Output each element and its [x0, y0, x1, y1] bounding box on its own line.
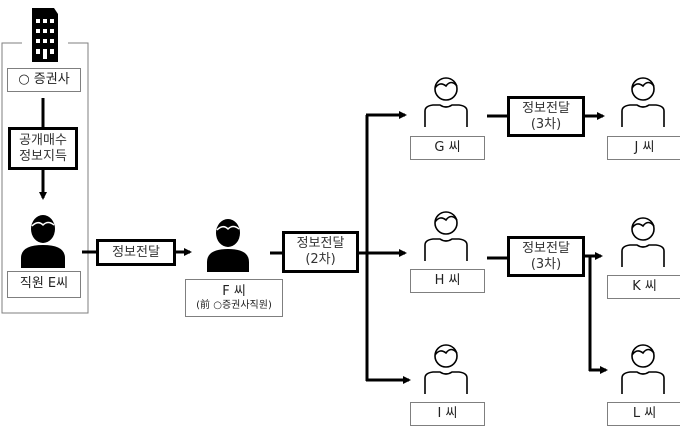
person-outline-icon: [621, 344, 665, 394]
person-outline-icon: [424, 77, 468, 127]
person-outline-icon: [424, 211, 468, 261]
company-frame: [1, 42, 89, 314]
step-third-h-line2: (3차): [530, 256, 562, 272]
step-third-transfer-h: 정보전달 (3차): [507, 236, 585, 277]
company-label: ○ 증권사: [7, 68, 81, 92]
node-i-label: I 씨: [410, 402, 485, 426]
node-k-label: K 씨: [607, 275, 680, 299]
step-first-line1: 정보전달: [112, 244, 160, 260]
step-acquire-info: 공개매수 정보지득: [8, 127, 78, 170]
step-third-transfer-g: 정보전달 (3차): [507, 96, 585, 137]
node-g-label: G 씨: [410, 136, 485, 160]
node-e-label: 직원 E씨: [7, 271, 81, 298]
step-first-transfer: 정보전달: [96, 239, 176, 266]
person-filled-icon: [207, 219, 249, 272]
person-filled-icon: [21, 215, 65, 268]
person-outline-icon: [621, 77, 665, 127]
node-l-label: L 씨: [607, 402, 680, 426]
office-building-icon: [32, 8, 58, 62]
node-f-label: F 씨 (前 ○증권사직원): [185, 279, 283, 317]
person-outline-icon: [621, 217, 665, 267]
step-second-line1: 정보전달: [296, 236, 345, 252]
step-second-transfer: 정보전달 (2차): [282, 231, 359, 273]
step-acquire-line1: 공개매수: [19, 132, 67, 148]
node-j-label: J 씨: [607, 136, 680, 160]
step-second-line2: (2차): [305, 252, 336, 267]
node-h-label: H 씨: [410, 269, 485, 293]
person-outline-icon: [424, 344, 468, 394]
node-f-name: F 씨: [222, 283, 246, 299]
step-third-g-line2: (3차): [530, 116, 562, 132]
node-f-sublabel: (前 ○증권사직원): [196, 299, 272, 311]
step-third-h-line1: 정보전달: [522, 240, 570, 256]
step-third-g-line1: 정보전달: [522, 100, 570, 116]
step-acquire-line2: 정보지득: [19, 148, 67, 164]
